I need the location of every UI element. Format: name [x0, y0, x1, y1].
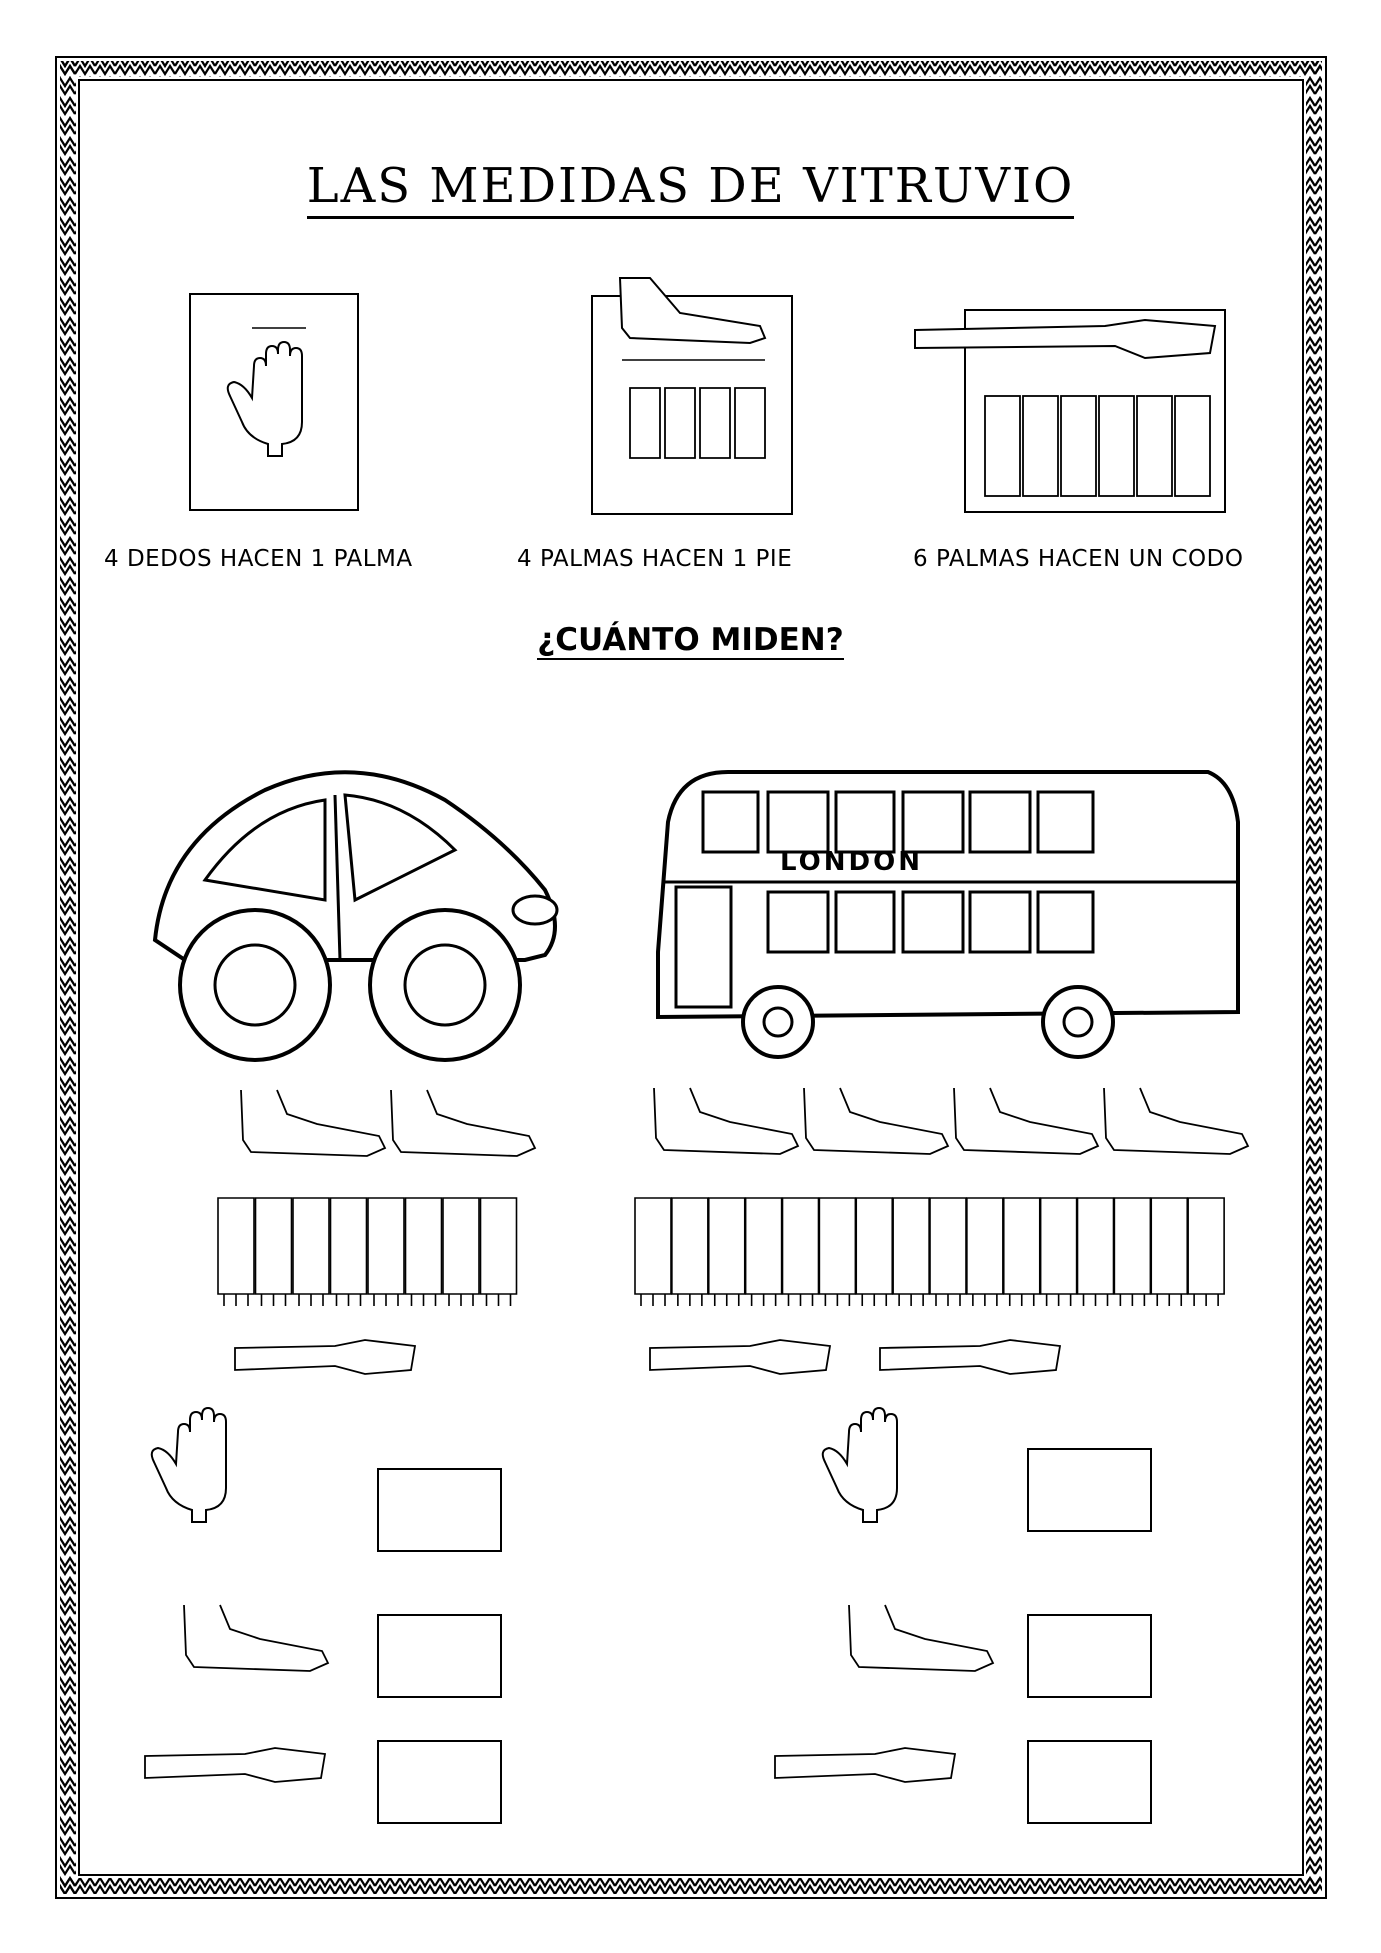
car-feet-answer-box[interactable] — [377, 1614, 502, 1698]
elbow-arm-icon — [234, 1339, 416, 1375]
palm-icon — [821, 1407, 898, 1523]
palm-icon — [671, 1197, 709, 1307]
palm-icon — [217, 1197, 255, 1307]
palm-icon — [226, 341, 303, 457]
palm-icon — [929, 1197, 967, 1307]
palm-icon — [818, 1197, 857, 1307]
palm-icon — [1076, 1197, 1115, 1307]
palm-icon — [855, 1197, 894, 1307]
foot-icon — [803, 1087, 949, 1155]
car-foot-row — [240, 1089, 536, 1157]
bus-palms-answer-box[interactable] — [1027, 1448, 1152, 1532]
palm-icon — [966, 1197, 1004, 1307]
bus-drawing: LONDON — [656, 770, 1240, 1059]
palm-icon — [1113, 1197, 1152, 1307]
palm-icon — [404, 1197, 443, 1307]
rule-caption-palm: 4 DEDOS HACEN 1 PALMA — [104, 546, 413, 572]
palm-icon — [744, 1197, 783, 1307]
palm-icon — [254, 1197, 293, 1307]
palm-icon — [892, 1197, 930, 1307]
rule-foot-illustration — [591, 277, 793, 515]
foot-icon — [390, 1089, 536, 1157]
bus-elbow-row — [649, 1339, 1061, 1375]
question-heading: ¿CUÁNTO MIDEN? — [537, 622, 844, 660]
rule-palm-illustration — [189, 293, 359, 511]
car-elbows-answer-box[interactable] — [377, 1740, 502, 1824]
palm-icon — [329, 1197, 368, 1307]
foot-icon — [240, 1089, 386, 1157]
palm-icon — [150, 1407, 227, 1523]
page-title: LAS MEDIDAS DE VITRUVIO — [0, 158, 1381, 219]
palm-icon — [479, 1197, 518, 1307]
car-elbow-row — [234, 1339, 416, 1375]
palm-icon — [707, 1197, 746, 1307]
palm-icon — [1150, 1197, 1189, 1307]
bus-elbows-answer-box[interactable] — [1027, 1740, 1152, 1824]
bus-palm-row — [634, 1197, 1225, 1307]
palm-icon — [1039, 1197, 1078, 1307]
foot-icon — [653, 1087, 799, 1155]
foot-icon — [848, 1604, 994, 1672]
car-palms-answer-box[interactable] — [377, 1468, 502, 1552]
car-drawing — [152, 770, 559, 1062]
foot-icon — [1103, 1087, 1249, 1155]
bus-label: LONDON — [780, 847, 923, 877]
palm-icon — [634, 1197, 672, 1307]
elbow-arm-icon — [144, 1747, 326, 1783]
elbow-arm-icon — [774, 1747, 956, 1783]
palm-icon — [442, 1197, 480, 1307]
rule-elbow-illustration — [914, 309, 1226, 513]
elbow-arm-icon — [879, 1339, 1061, 1375]
bus-feet-answer-box[interactable] — [1027, 1614, 1152, 1698]
palm-icon — [781, 1197, 820, 1307]
palm-icon — [1187, 1197, 1225, 1307]
elbow-arm-icon — [649, 1339, 831, 1375]
palm-icon — [1002, 1197, 1041, 1307]
palm-icon — [292, 1197, 330, 1307]
rule-caption-elbow: 6 PALMAS HACEN UN CODO — [913, 546, 1244, 572]
rule-caption-foot: 4 PALMAS HACEN 1 PIE — [517, 546, 793, 572]
foot-icon — [183, 1604, 329, 1672]
car-palm-row — [217, 1197, 518, 1307]
bus-foot-row — [653, 1087, 1249, 1155]
foot-icon — [953, 1087, 1099, 1155]
palm-icon — [367, 1197, 405, 1307]
